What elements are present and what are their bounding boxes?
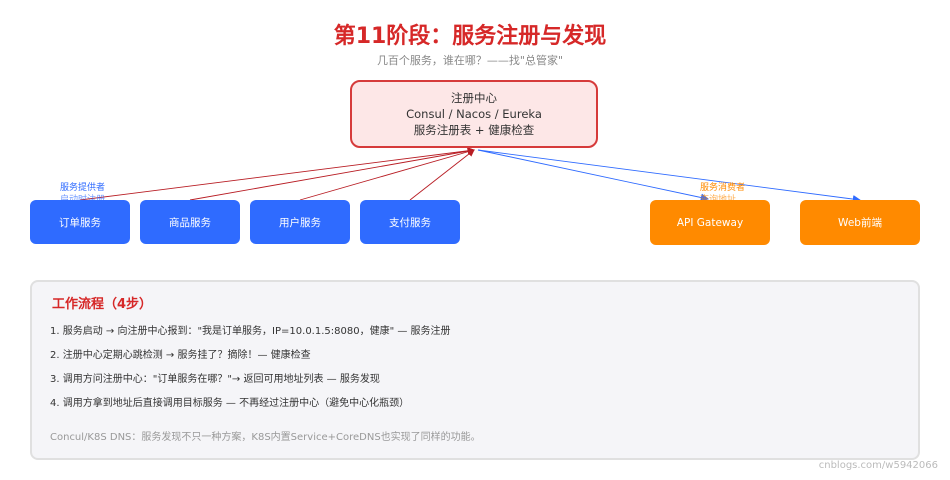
service-node-product: 商品服务	[140, 200, 240, 244]
service-node-user: 用户服务	[250, 200, 350, 244]
workflow-step-1: 1. 服务启动 → 向注册中心报到："我是订单服务，IP=10.0.1.5:80…	[50, 326, 451, 337]
service-node-order: 订单服务	[30, 200, 130, 244]
registry-features: 服务注册表 + 健康检查	[413, 123, 535, 137]
consumer-node-api-gateway: API Gateway	[650, 200, 770, 245]
registry-products: Consul / Nacos / Eureka	[406, 107, 542, 121]
consumer-node-label: Web前端	[838, 217, 882, 229]
registry-title: 注册中心	[451, 91, 497, 105]
watermark: cnblogs.com/w5942066	[818, 460, 938, 471]
service-node-label: 支付服务	[389, 216, 431, 229]
service-node-payment: 支付服务	[360, 200, 460, 244]
page-subtitle: 几百个服务，谁在哪？——找"总管家"	[376, 54, 564, 67]
register-arrow-payment	[409, 149, 475, 201]
register-arrow-order	[79, 147, 475, 201]
workflow-step-4: 4. 调用方拿到地址后直接调用目标服务 — 不再经过注册中心（避免中心化瓶颈）	[50, 398, 410, 409]
consumer-node-web-frontend: Web前端	[800, 200, 920, 245]
workflow-note: Concul/K8S DNS：服务发现不只一种方案，K8S内置Service+C…	[50, 432, 481, 443]
registry-center-node: 注册中心 Consul / Nacos / Eureka 服务注册表 + 健康检…	[350, 80, 598, 148]
register-arrow-product	[189, 147, 475, 201]
discover-arrow-web	[477, 149, 861, 204]
consumer-node-label: API Gateway	[676, 216, 744, 229]
workflow-title: 工作流程（4步）	[52, 297, 153, 312]
page-title: 第11阶段：服务注册与发现	[333, 24, 607, 49]
service-node-label: 订单服务	[59, 216, 101, 229]
register-arrow-user	[299, 148, 475, 201]
service-node-label: 用户服务	[279, 216, 321, 229]
workflow-step-2: 2. 注册中心定期心跳检测 → 服务挂了？摘除！— 健康检查	[50, 350, 311, 361]
workflow-panel: 工作流程（4步） 1. 服务启动 → 向注册中心报到："我是订单服务，IP=10…	[30, 280, 920, 460]
service-node-label: 商品服务	[169, 216, 211, 229]
discover-arrow-gateway	[477, 149, 709, 202]
workflow-step-3: 3. 调用方问注册中心："订单服务在哪？"→ 返回可用地址列表 — 服务发现	[50, 374, 380, 385]
